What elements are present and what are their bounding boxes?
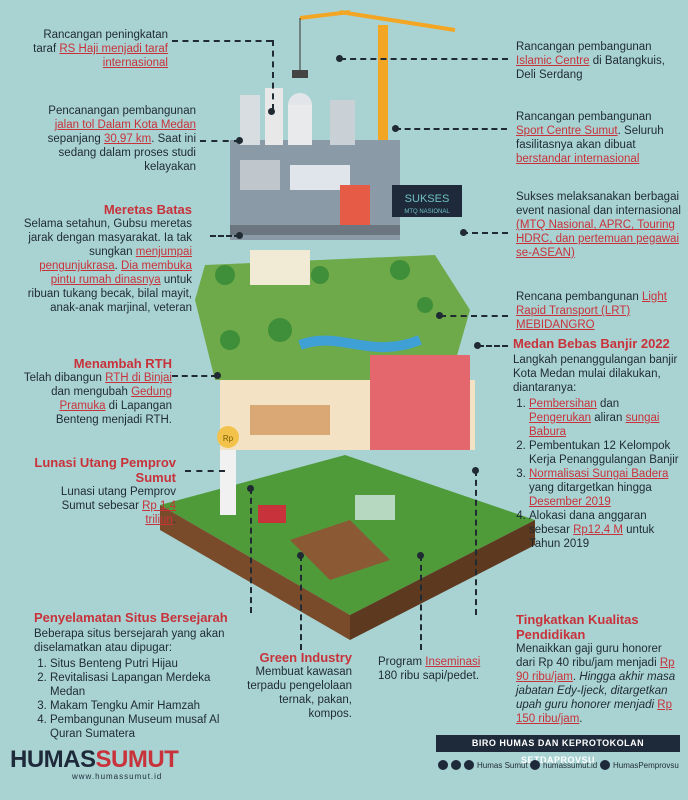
meretas-batas-block: Meretas Batas Selama setahun, Gubsu mere… bbox=[23, 202, 192, 314]
menambah-rth-title: Menambah RTH bbox=[73, 356, 172, 371]
sukses-sign: SUKSES MTQ NASIONAL bbox=[392, 185, 462, 217]
svg-text:Rp: Rp bbox=[223, 434, 234, 443]
connector bbox=[395, 128, 507, 130]
connector bbox=[300, 555, 302, 650]
banjir-item: Pembersihan dan Pengerukan aliran sungai… bbox=[529, 397, 681, 439]
globe-icon bbox=[530, 760, 540, 770]
connector bbox=[172, 375, 217, 377]
banjir-item: Alokasi dana anggaran sebesar Rp12,4 M u… bbox=[529, 509, 681, 551]
lunasi-utang-block: Lunasi Utang Pemprov Sumut Lunasi utang … bbox=[30, 455, 176, 527]
social-twitter[interactable]: HumasPemprovsu bbox=[600, 760, 679, 770]
logo-sumut: SUMUT bbox=[95, 746, 179, 773]
connector-dot bbox=[472, 467, 479, 474]
connector bbox=[478, 345, 508, 347]
banjir-item: Normalisasi Sungai Badera yang ditargetk… bbox=[529, 467, 681, 509]
rs-haji-text: Rancangan peningkatan taraf RS Haji menj… bbox=[33, 29, 168, 69]
crane bbox=[292, 10, 456, 235]
connector bbox=[440, 315, 508, 317]
instagram-icon bbox=[438, 760, 448, 770]
footer-band: BIRO HUMAS DAN KEPROTOKOLAN SETDAPROVSU bbox=[436, 735, 680, 765]
connector-dot bbox=[392, 125, 399, 132]
connector bbox=[462, 232, 508, 234]
connector-dot bbox=[236, 137, 243, 144]
connector bbox=[200, 140, 240, 142]
connector-dot bbox=[297, 552, 304, 559]
social-humas[interactable]: Humas Sumut bbox=[438, 760, 528, 770]
social-web[interactable]: humassumut.id bbox=[530, 760, 597, 770]
banjir-block: Medan Bebas Banjir 2022 Langkah penanggu… bbox=[513, 336, 681, 551]
connector-dot bbox=[236, 232, 243, 239]
logo-humas: HUMAS bbox=[10, 746, 96, 773]
lrt-text: Rencana pembangunan Light Rapid Transpor… bbox=[516, 291, 667, 331]
connector-dot bbox=[268, 108, 275, 115]
logo-url: www.humassumut.id bbox=[72, 772, 163, 781]
connector bbox=[475, 470, 477, 615]
pendidikan-block: Tingkatkan Kualitas Pendidikan Menaikkan… bbox=[516, 612, 676, 725]
situs-item: Revitalisasi Lapangan Merdeka Medan bbox=[50, 671, 234, 699]
connector-dot bbox=[336, 55, 343, 62]
green-industry-title: Green Industry bbox=[259, 650, 352, 665]
banjir-title: Medan Bebas Banjir 2022 bbox=[513, 336, 670, 351]
jalan-tol-text: Pencanangan pembangunan jalan tol Dalam … bbox=[47, 105, 196, 173]
twitter-icon bbox=[600, 760, 610, 770]
park-layer bbox=[195, 250, 470, 380]
sport-centre-text: Rancangan pembangunan Sport Centre Sumut… bbox=[516, 111, 664, 165]
connector bbox=[172, 40, 272, 42]
situs-item: Pembangunan Museum musaf Al Quran Sumate… bbox=[50, 713, 234, 741]
connector bbox=[272, 40, 274, 110]
svg-text:SUKSES: SUKSES bbox=[405, 193, 450, 205]
humassumut-logo: HUMASSUMUT bbox=[10, 746, 179, 774]
situs-item: Situs Benteng Putri Hijau bbox=[50, 657, 234, 671]
connector bbox=[340, 58, 508, 60]
situs-sejarah-block: Penyelamatan Situs Bersejarah Beberapa s… bbox=[34, 610, 234, 741]
islamic-centre-text: Rancangan pembangunan Islamic Centre di … bbox=[516, 41, 665, 81]
connector-dot bbox=[417, 552, 424, 559]
book-layer bbox=[220, 355, 475, 450]
svg-text:MTQ NASIONAL: MTQ NASIONAL bbox=[404, 209, 450, 215]
meretas-batas-title: Meretas Batas bbox=[103, 202, 192, 217]
banjir-item: Pembentukan 12 Kelompok Kerja Penanggula… bbox=[529, 439, 681, 467]
green-industry-block: Green Industry Membuat kawasan terpadu p… bbox=[240, 650, 352, 721]
connector bbox=[420, 555, 422, 650]
pillar-coin: Rp bbox=[217, 426, 239, 515]
connector-dot bbox=[247, 485, 254, 492]
connector-dot bbox=[460, 229, 467, 236]
connector bbox=[250, 488, 252, 613]
pendidikan-title: Tingkatkan Kualitas Pendidikan bbox=[516, 612, 639, 642]
youtube-icon bbox=[464, 760, 474, 770]
situs-item: Makam Tengku Amir Hamzah bbox=[50, 699, 234, 713]
lunasi-utang-title: Lunasi Utang Pemprov Sumut bbox=[34, 455, 176, 485]
connector-dot bbox=[474, 342, 481, 349]
menambah-rth-block: Menambah RTH Telah dibangun RTH di Binja… bbox=[23, 356, 172, 426]
connector bbox=[210, 235, 240, 237]
connector bbox=[185, 470, 225, 472]
connector-dot bbox=[436, 312, 443, 319]
facebook-icon bbox=[451, 760, 461, 770]
situs-title: Penyelamatan Situs Bersejarah bbox=[34, 610, 228, 625]
connector-dot bbox=[214, 372, 221, 379]
sukses-event-text: Sukses melaksanakan berbagai event nasio… bbox=[516, 191, 681, 259]
land-base bbox=[160, 455, 535, 640]
inseminasi-text: Program Inseminasi 180 ribu sapi/pedet. bbox=[378, 656, 481, 682]
city-buildings bbox=[230, 88, 400, 240]
